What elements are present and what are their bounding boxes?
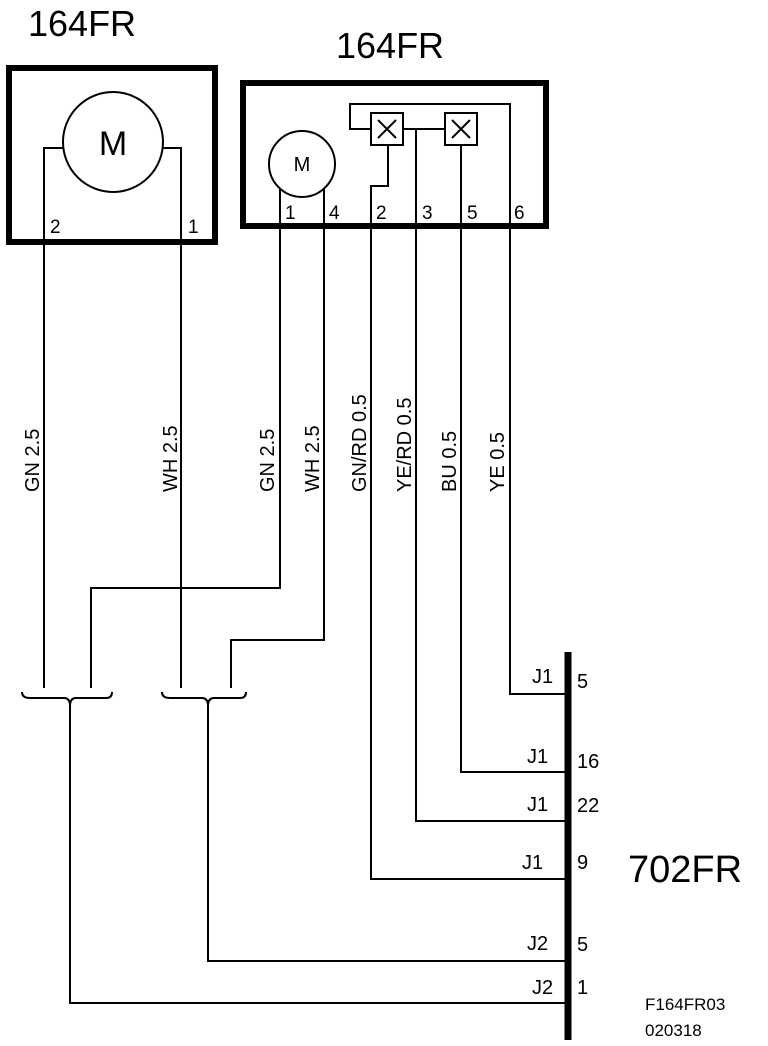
wire-ye	[509, 226, 566, 695]
motor-left-lead-2	[43, 147, 63, 242]
wire-label-ye: YE 0.5	[487, 432, 509, 492]
splice-braces	[21, 691, 247, 707]
motor-left-label: M	[99, 125, 127, 163]
wires	[43, 226, 566, 1004]
pin-right-3: 3	[422, 203, 433, 224]
conn-pin-1: 5	[577, 671, 588, 693]
wire-labels: GN 2.5 WH 2.5 GN 2.5 WH 2.5 GN/RD 0.5 YE…	[22, 394, 509, 492]
conn-label-5: J2	[527, 933, 548, 955]
wire-label-gn-right: GN 2.5	[257, 429, 279, 492]
component-left-title: 164FR	[28, 3, 136, 44]
wire-label-bu: BU 0.5	[439, 431, 461, 492]
motor-left-icon	[62, 91, 164, 193]
conn-pin-2: 16	[577, 751, 599, 773]
footer-ref: F164FR03	[645, 995, 725, 1014]
wire-splice-wh	[207, 706, 566, 962]
motor-left-lead-1	[163, 147, 182, 242]
switch-1-lead-2	[370, 145, 389, 226]
conn-label-1: J1	[532, 666, 553, 688]
conn-pin-4: 9	[577, 852, 588, 874]
footer-date: 020318	[645, 1021, 702, 1040]
switch-2-icon	[444, 112, 478, 146]
pin-right-4: 4	[329, 203, 340, 224]
motor-right-icon	[268, 130, 336, 198]
pin-left-1: 1	[188, 217, 199, 238]
wire-label-gn-left: GN 2.5	[22, 429, 44, 492]
component-right: 164FR M 1 4 2 3 5 6	[240, 25, 549, 229]
switch-1-icon	[370, 112, 404, 146]
wire-label-wh-left: WH 2.5	[160, 425, 182, 492]
motor-right-label: M	[294, 154, 311, 176]
wire-bu	[460, 226, 566, 773]
wire-gn-right	[90, 226, 281, 688]
conn-label-6: J2	[532, 977, 553, 999]
connector-name: 702FR	[628, 849, 742, 891]
switch-link-top	[349, 103, 511, 226]
conn-label-3: J1	[527, 794, 548, 816]
conn-label-4: J1	[522, 852, 543, 874]
conn-pin-3: 22	[577, 795, 599, 817]
splice-brace-wh	[161, 691, 247, 707]
pin-right-2: 2	[376, 203, 387, 224]
wire-wh-right	[230, 226, 325, 688]
pin-right-1: 1	[285, 203, 296, 224]
wire-ye-rd	[415, 226, 566, 822]
pin-right-6: 6	[514, 203, 525, 224]
conn-label-2: J1	[527, 746, 548, 768]
pin-right-5: 5	[467, 203, 478, 224]
wire-splice-gn	[69, 706, 566, 1004]
conn-pin-5: 5	[577, 934, 588, 956]
conn-pin-6: 1	[577, 977, 588, 999]
component-right-box	[240, 80, 549, 229]
wire-gn-rd	[370, 226, 566, 880]
connector-702fr: 702FR J1 5 J1 16 J1 22 J1 9 J2 5 J2 1	[522, 652, 742, 1040]
wire-label-gn-rd: GN/RD 0.5	[349, 394, 371, 492]
splice-brace-gn	[21, 691, 113, 707]
component-left: 164FR M 2 1	[6, 3, 218, 245]
wire-label-ye-rd: YE/RD 0.5	[394, 398, 416, 492]
component-right-title: 164FR	[336, 25, 444, 66]
pin-left-2: 2	[50, 217, 61, 238]
wire-label-wh-right: WH 2.5	[302, 425, 324, 492]
component-left-box	[6, 65, 218, 245]
